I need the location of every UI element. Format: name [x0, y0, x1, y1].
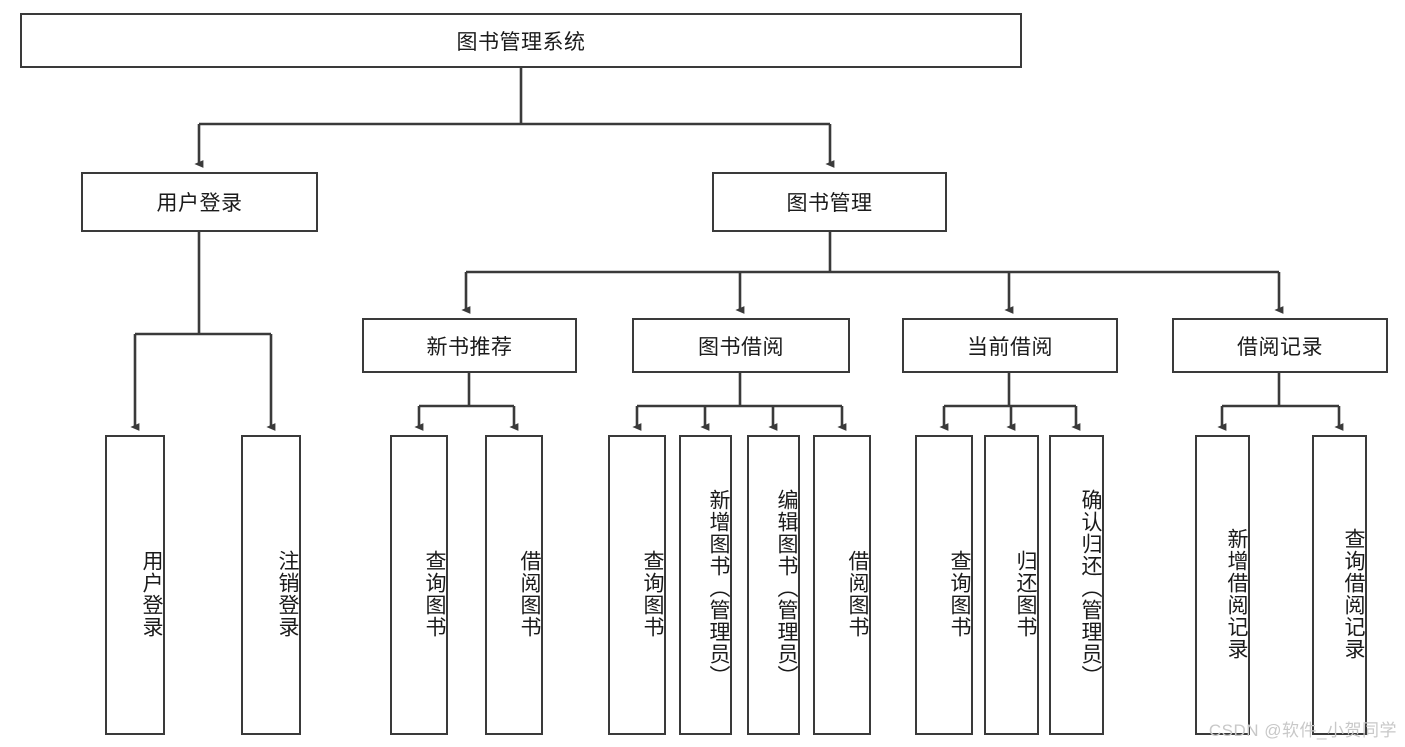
watermark: CSDN @软件_小贺同学 [1208, 721, 1397, 740]
leaf-query-book-current[interactable]: 查询图书 [915, 435, 973, 735]
node-label: 当前借阅 [967, 335, 1053, 359]
node-label: 新增借阅记录 [1225, 528, 1248, 660]
node-label: 查询图书 [641, 550, 664, 638]
node-label: 查询图书 [423, 550, 446, 638]
leaf-query-borrow-record[interactable]: 查询借阅记录 [1312, 435, 1367, 735]
node-label: 图书管理 [786, 192, 873, 215]
node-label: 新增图书（管理员） [707, 489, 730, 687]
node-new-book-recommend[interactable]: 新书推荐 [362, 318, 577, 373]
node-label: 用户登录 [156, 192, 243, 215]
node-label: 查询图书 [948, 550, 971, 638]
node-label: 借阅图书 [846, 550, 869, 638]
leaf-query-book-borrow[interactable]: 查询图书 [608, 435, 666, 735]
node-label: 用户登录 [140, 550, 163, 638]
node-label: 编辑图书（管理员） [775, 489, 798, 687]
node-user-login[interactable]: 用户登录 [81, 172, 318, 232]
node-label: 图书借阅 [698, 335, 784, 359]
leaf-query-book-recommend[interactable]: 查询图书 [390, 435, 448, 735]
leaf-borrow-book-recommend[interactable]: 借阅图书 [485, 435, 543, 735]
node-label: 注销登录 [276, 550, 299, 638]
node-label: 借阅图书 [518, 550, 541, 638]
leaf-logout-login[interactable]: 注销登录 [241, 435, 301, 735]
leaf-confirm-return-admin[interactable]: 确认归还（管理员） [1049, 435, 1104, 735]
node-book-management[interactable]: 图书管理 [712, 172, 947, 232]
leaf-user-login[interactable]: 用户登录 [105, 435, 165, 735]
leaf-return-book[interactable]: 归还图书 [984, 435, 1039, 735]
leaf-borrow-book[interactable]: 借阅图书 [813, 435, 871, 735]
leaf-edit-book-admin[interactable]: 编辑图书（管理员） [747, 435, 800, 735]
node-label: 新书推荐 [426, 335, 513, 359]
node-label: 确认归还（管理员） [1079, 489, 1102, 687]
node-label: 借阅记录 [1237, 335, 1323, 359]
node-borrow-records[interactable]: 借阅记录 [1172, 318, 1388, 373]
node-book-borrow[interactable]: 图书借阅 [632, 318, 850, 373]
node-current-borrow[interactable]: 当前借阅 [902, 318, 1118, 373]
node-label: 归还图书 [1014, 550, 1037, 638]
node-label: 图书管理系统 [456, 30, 586, 54]
node-root-book-management-system[interactable]: 图书管理系统 [20, 13, 1022, 68]
leaf-add-book-admin[interactable]: 新增图书（管理员） [679, 435, 732, 735]
leaf-add-borrow-record[interactable]: 新增借阅记录 [1195, 435, 1250, 735]
node-label: 查询借阅记录 [1342, 528, 1365, 660]
